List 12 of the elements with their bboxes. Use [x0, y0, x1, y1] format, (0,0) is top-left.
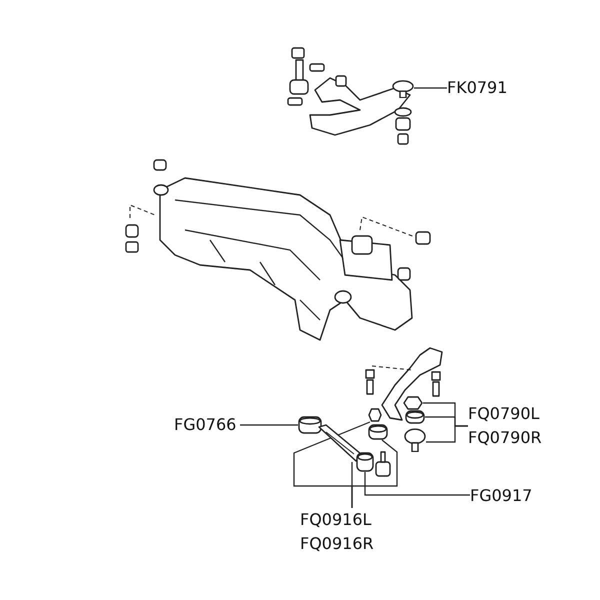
part-number: FG0766	[174, 414, 236, 436]
leader-line	[351, 440, 398, 508]
part-number: FQ0916R	[300, 533, 374, 555]
part-number: FQ0916L	[300, 509, 372, 531]
leader-line	[414, 87, 447, 89]
leader-line	[364, 472, 470, 496]
part-number: FQ0790L	[468, 403, 540, 425]
leader-line	[240, 424, 298, 426]
part-number: FK0791	[447, 77, 508, 99]
leader-line	[426, 425, 468, 443]
part-number: FQ0790R	[468, 427, 542, 449]
part-number: FG0917	[470, 485, 532, 507]
